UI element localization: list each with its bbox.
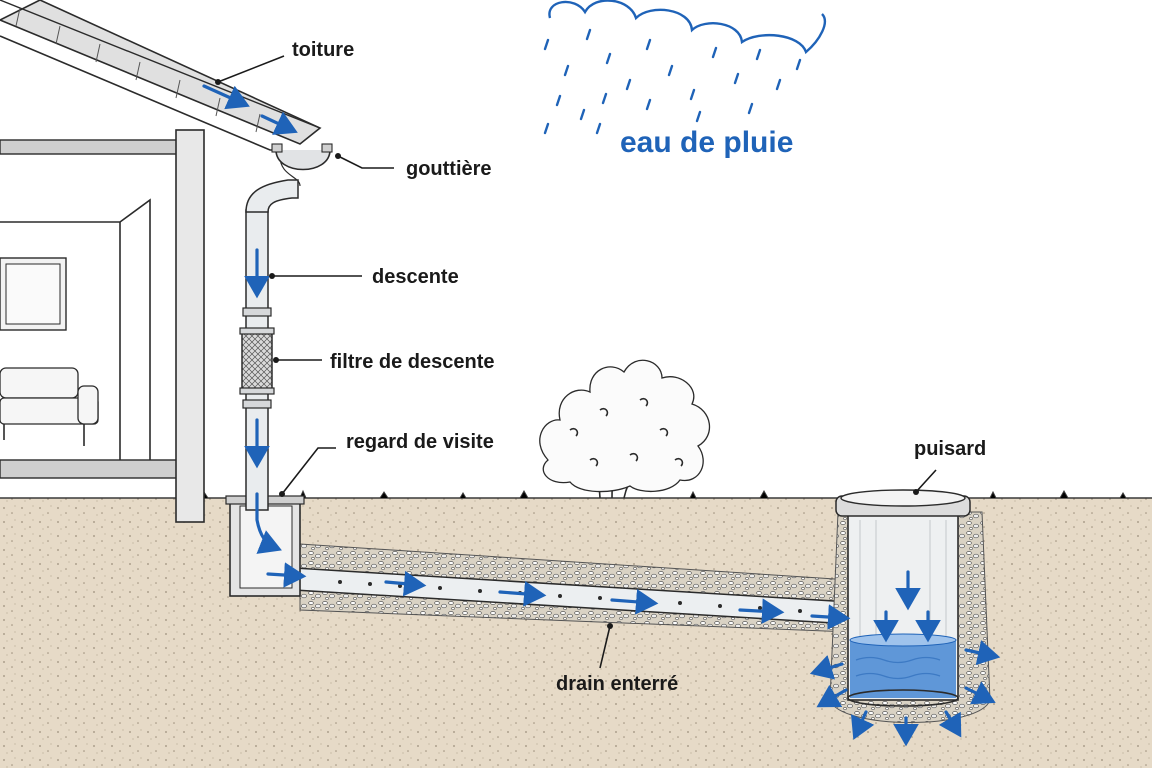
rain-cloud-icon <box>543 0 827 135</box>
label-eau-de-pluie: eau de pluie <box>620 126 793 159</box>
label-drain-enterre: drain enterré <box>556 673 678 695</box>
shrub-icon <box>539 359 711 499</box>
water-flow-arrows <box>202 84 1001 747</box>
leader-lines <box>217 55 937 669</box>
inspection-chamber <box>225 495 305 597</box>
sofa-icon <box>0 367 99 446</box>
house-cutaway <box>0 0 322 523</box>
label-toiture: toiture <box>292 39 354 61</box>
label-regard-de-visite: regard de visite <box>346 431 494 453</box>
leader-dots <box>215 79 919 629</box>
label-descente: descente <box>372 266 459 288</box>
gutter <box>271 143 333 171</box>
label-puisard: puisard <box>914 438 986 460</box>
downspout-filter <box>239 327 275 395</box>
label-filtre-de-descente: filtre de descente <box>330 351 495 373</box>
label-gouttiere: gouttière <box>406 158 492 180</box>
